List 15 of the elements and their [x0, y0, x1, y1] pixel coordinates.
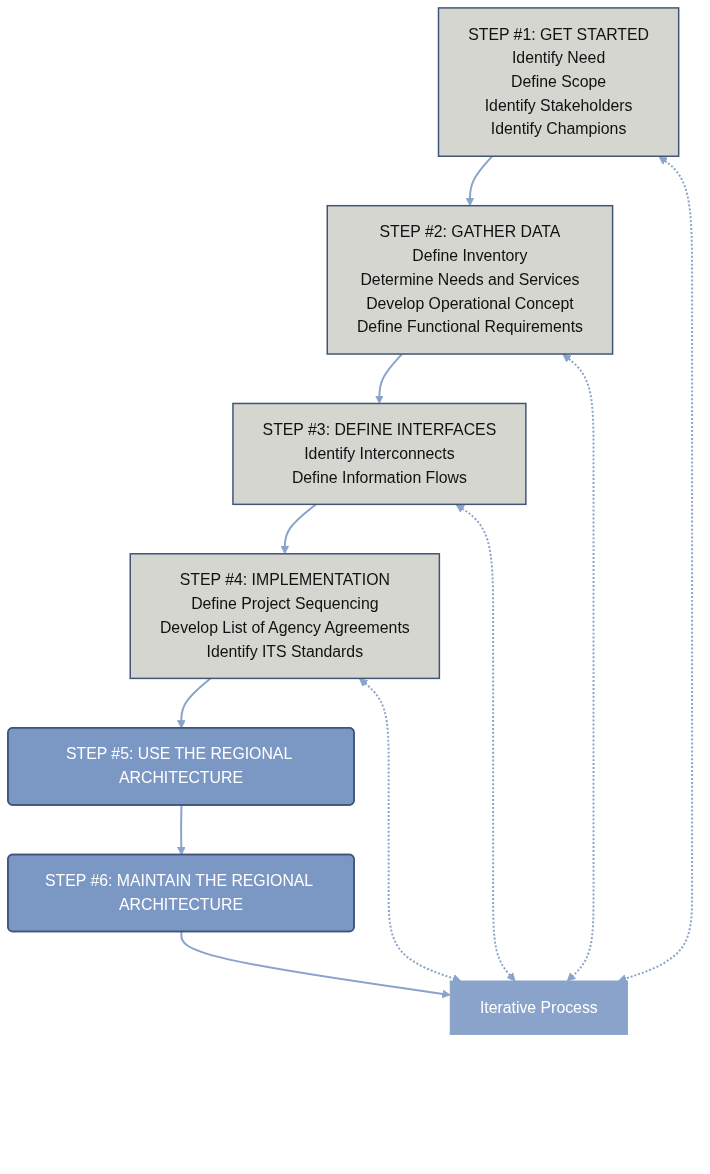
- node-box: STEP #1: GET STARTED Identify Need Define Scope Identify Stakeholders Identify Champions: [437, 7, 680, 157]
- node-box: STEP #2: GATHER DATA Define Inventory Determine Needs and Services Develop Operational Concept Define Functional Requirements: [326, 204, 614, 355]
- arrow: [455, 504, 516, 982]
- node-box: Iterative Process: [449, 980, 628, 1035]
- arrow: [375, 353, 403, 404]
- arrow: [176, 677, 212, 729]
- arrow: [465, 155, 494, 207]
- arrow: [180, 931, 451, 999]
- arrow: [562, 353, 595, 982]
- node-box: STEP #4: IMPLEMENTATION Define Project Sequencing Develop List of Agency Agreements Identify ITS Standards: [129, 553, 441, 680]
- arrow: [359, 678, 462, 983]
- node-box: STEP #3: DEFINE INTERFACES Identify Interconnects Define Information Flows: [232, 402, 527, 506]
- arrow: [176, 804, 186, 856]
- arrow: [280, 503, 317, 555]
- arrow: [618, 156, 694, 983]
